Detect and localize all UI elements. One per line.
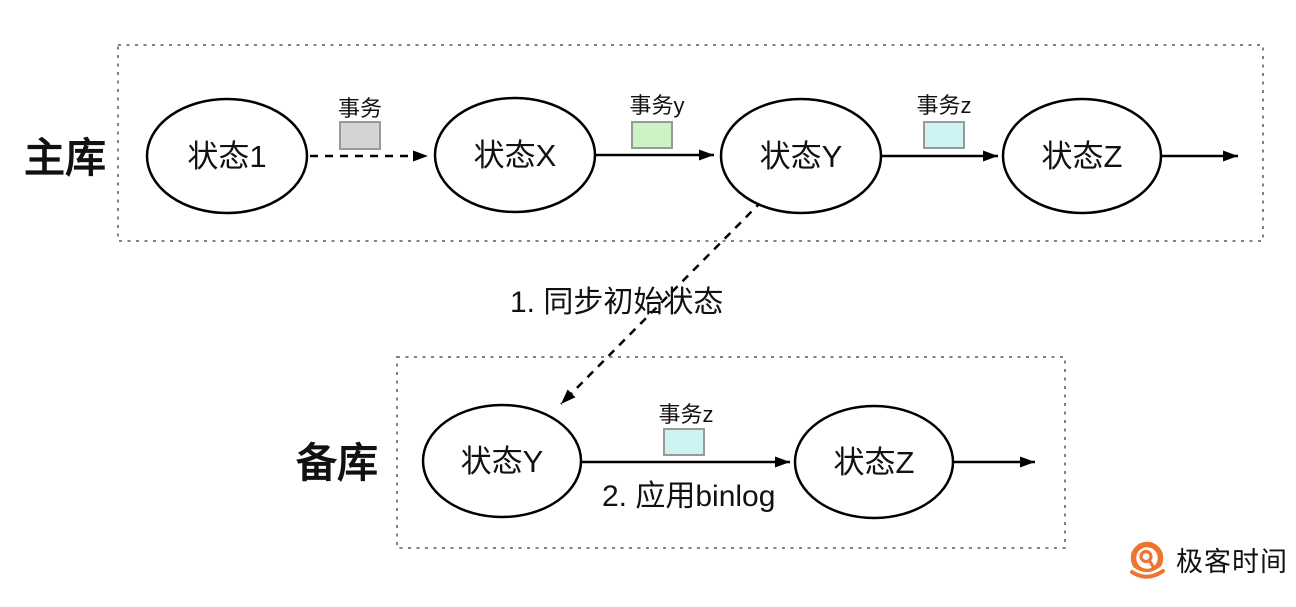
master-stateZ-label: 状态Z (1042, 139, 1123, 174)
standby-txn-box-z (663, 428, 705, 456)
step-2-label: 2. 应用binlog (602, 480, 775, 513)
standby-stateZ-label: 状态Z (834, 445, 915, 480)
geektime-logo-inner-icon (1139, 549, 1153, 564)
geektime-logo: 极客时间 (1129, 541, 1288, 581)
txn-label-z: 事务z (916, 93, 971, 118)
master-state1-ellipse (145, 97, 309, 215)
standby-label: 备库 (296, 440, 378, 486)
geektime-logo-tail-icon (1147, 558, 1157, 572)
txn-label-1: 事务 (338, 96, 382, 121)
master-stateX-ellipse (433, 96, 597, 214)
txn-box-1 (339, 121, 381, 150)
standby-container-box (396, 356, 1066, 549)
standby-stateY-ellipse (421, 403, 583, 519)
standby-stateZ-ellipse (793, 404, 955, 520)
txn-box-z (923, 121, 965, 149)
geektime-logo-swoosh-icon (1130, 569, 1165, 579)
master-container-box (117, 44, 1264, 242)
txn-box-y (631, 121, 673, 149)
geektime-logo-text: 极客时间 (1176, 547, 1288, 577)
standby-stateY-label: 状态Y (461, 444, 544, 479)
master-stateY-ellipse (719, 97, 883, 215)
arrow-sync-initial-state (560, 200, 763, 405)
txn-label-y: 事务y (629, 93, 684, 118)
master-stateY-label: 状态Y (760, 139, 843, 174)
master-label: 主库 (24, 135, 106, 181)
master-state1-label: 状态1 (187, 139, 266, 174)
step-1-label: 1. 同步初始状态 (510, 286, 723, 319)
standby-txn-label-z: 事务z (658, 402, 713, 427)
master-stateX-label: 状态X (474, 138, 557, 173)
master-stateZ-ellipse (1001, 97, 1163, 215)
geektime-logo-ring-icon (1130, 541, 1164, 575)
